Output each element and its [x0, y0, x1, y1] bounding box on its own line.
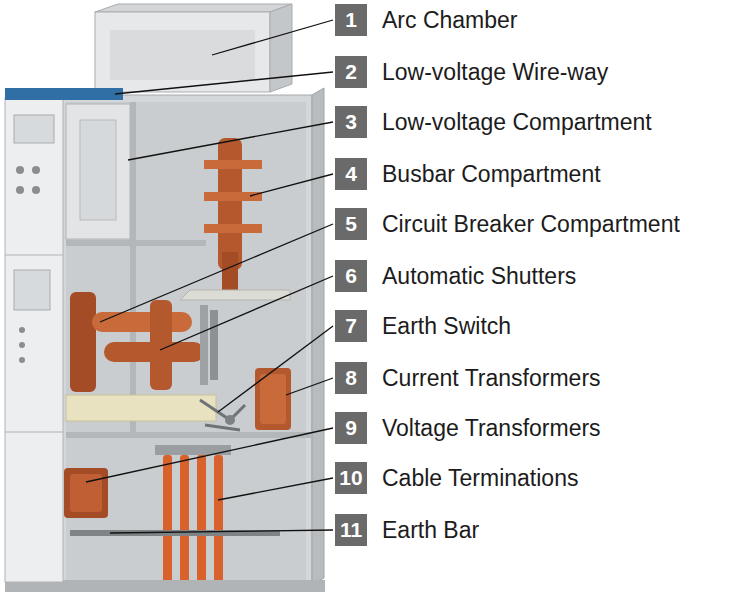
- leader-line: [86, 428, 333, 482]
- callout-number: 2: [335, 56, 367, 88]
- leader-line: [212, 20, 333, 55]
- arc-chamber: [95, 12, 270, 92]
- leader-lines: [86, 20, 333, 533]
- callout-item: 5 Circuit Breaker Compartment: [335, 208, 680, 240]
- relay-display: [14, 115, 54, 143]
- leader-line: [110, 530, 333, 533]
- leader-line: [128, 122, 333, 160]
- indicator: [32, 186, 40, 194]
- part-name: Circuit Breaker Compartment: [382, 211, 680, 238]
- callout-item: 2 Low-voltage Wire-way: [335, 56, 608, 88]
- callout-number: 10: [335, 462, 367, 494]
- part-name: Voltage Transformers: [382, 415, 601, 442]
- front-door: [5, 98, 63, 582]
- top-blue-bar: [5, 88, 123, 100]
- breaker-panel: [14, 270, 50, 310]
- breaker-truck: [66, 395, 216, 421]
- leader-line: [218, 478, 333, 500]
- door-divider: [5, 432, 63, 433]
- breaker-pole: [150, 300, 172, 390]
- cable-termination: [197, 455, 206, 583]
- indicator: [16, 166, 24, 174]
- part-name: Low-voltage Wire-way: [382, 59, 608, 86]
- cable-termination: [214, 455, 223, 583]
- current-transformer: [260, 374, 286, 424]
- busbar: [204, 160, 262, 169]
- arc-chamber-side: [270, 4, 292, 92]
- arc-chamber-inner: [110, 30, 255, 80]
- leader-line: [115, 72, 333, 94]
- callout-number: 9: [335, 412, 367, 444]
- callout-number: 11: [335, 514, 367, 546]
- busbar: [204, 192, 262, 201]
- breaker-pole: [70, 292, 96, 392]
- callout-item: 1 Arc Chamber: [335, 4, 517, 36]
- leader-line: [100, 224, 333, 322]
- callout-item: 11 Earth Bar: [335, 514, 479, 546]
- cabinet-body: [60, 95, 312, 585]
- cable-termination: [163, 455, 172, 583]
- callout-number: 1: [335, 4, 367, 36]
- voltage-transformer: [64, 468, 108, 518]
- busbar-floor: [180, 290, 290, 300]
- leader-line: [160, 276, 333, 350]
- callout-number: 7: [335, 310, 367, 342]
- shutter: [200, 305, 208, 385]
- indicator: [32, 166, 40, 174]
- part-name: Current Transformers: [382, 365, 601, 392]
- leader-line: [286, 378, 333, 395]
- part-name: Arc Chamber: [382, 7, 517, 34]
- callout-item: 3 Low-voltage Compartment: [335, 106, 652, 138]
- callout-item: 9 Voltage Transformers: [335, 412, 601, 444]
- callout-number: 8: [335, 362, 367, 394]
- part-name: Automatic Shutters: [382, 263, 576, 290]
- breaker-contact: [92, 312, 192, 332]
- part-name: Low-voltage Compartment: [382, 109, 652, 136]
- callout-item: 10 Cable Terminations: [335, 462, 578, 494]
- cable-termination: [180, 455, 189, 583]
- indicator: [19, 327, 25, 333]
- part-name: Earth Switch: [382, 313, 511, 340]
- indicator: [19, 342, 25, 348]
- leader-line: [218, 326, 333, 412]
- busbar-connection: [222, 252, 238, 292]
- lv-compartment: [66, 104, 130, 239]
- part-name: Busbar Compartment: [382, 161, 601, 188]
- busbar-insulator: [218, 138, 242, 270]
- part-name: Earth Bar: [382, 517, 479, 544]
- indicator: [19, 357, 25, 363]
- partition: [66, 240, 206, 246]
- leader-line: [250, 174, 333, 196]
- callout-item: 6 Automatic Shutters: [335, 260, 576, 292]
- callout-number: 6: [335, 260, 367, 292]
- partition: [130, 102, 136, 432]
- lv-wiring: [80, 120, 116, 220]
- callout-number: 5: [335, 208, 367, 240]
- door-divider: [5, 255, 63, 256]
- callout-number: 4: [335, 158, 367, 190]
- part-name: Cable Terminations: [382, 465, 578, 492]
- partition: [66, 432, 312, 438]
- earth-switch: [200, 400, 245, 430]
- shutter: [210, 310, 218, 380]
- earth-switch-pivot: [225, 415, 235, 425]
- callout-item: 8 Current Transformers: [335, 362, 601, 394]
- cable-gland-plate: [155, 445, 231, 455]
- callout-number: 3: [335, 106, 367, 138]
- callout-item: 7 Earth Switch: [335, 310, 511, 342]
- current-transformer: [255, 368, 291, 430]
- indicator: [16, 186, 24, 194]
- busbar: [204, 224, 262, 233]
- arc-chamber-top: [95, 4, 292, 12]
- callout-item: 4 Busbar Compartment: [335, 158, 601, 190]
